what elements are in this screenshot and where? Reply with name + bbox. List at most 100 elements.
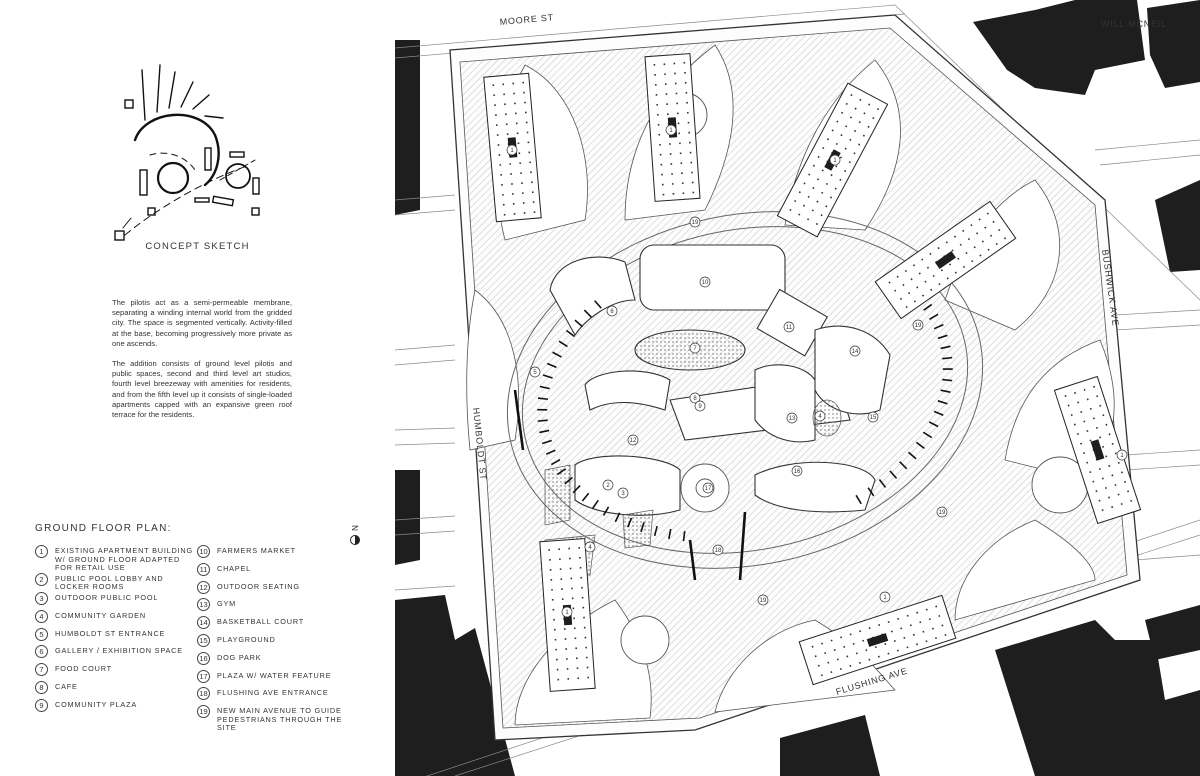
context-buildings [395, 0, 1200, 776]
plan-number-marker [783, 321, 795, 333]
legend-label: FARMERS MARKET [217, 546, 296, 555]
plan-number-label: 13 [789, 416, 796, 422]
piloti-column [545, 449, 556, 455]
piloti-column [541, 439, 552, 445]
piloti-column [591, 499, 599, 510]
plan-number-marker [757, 594, 769, 606]
piloti-column [907, 451, 917, 460]
piloti-column [653, 525, 658, 536]
plan-number-marker [506, 144, 518, 156]
legend-label: OUTDOOR PUBLIC POOL [55, 592, 159, 602]
piloti-column [933, 410, 944, 416]
description-paragraph-2: The addition consists of ground level pi… [112, 359, 292, 420]
plan-number-label: 14 [852, 349, 859, 355]
piloti-column [537, 397, 549, 401]
plan-number-marker [617, 487, 629, 499]
plan-number-marker [849, 345, 861, 357]
plan-number-marker [529, 366, 541, 378]
pilotis-columns [537, 300, 953, 542]
plan-number-label: 1 [833, 158, 837, 164]
apartment-slab [874, 200, 1017, 320]
central-complex [549, 244, 891, 516]
apartment-slab [1053, 375, 1142, 525]
plan-number-label: 19 [760, 598, 767, 604]
project-description: The pilotis act as a semi-permeable memb… [112, 298, 292, 430]
plan-number-marker [912, 319, 924, 331]
legend-number-icon: 6 [35, 645, 48, 659]
piloti-column [668, 528, 672, 540]
legend-label: DOG PARK [217, 652, 262, 662]
legend-number-icon: 11 [197, 562, 210, 576]
plan-number-label: 18 [715, 548, 722, 554]
plan-number-marker [829, 154, 841, 166]
legend-label: FOOD COURT [55, 664, 112, 674]
legend-label: COMMUNITY PLAZA [55, 699, 138, 709]
plan-number-marker [814, 410, 826, 422]
plan-number-label: 1 [510, 148, 514, 154]
piloti-column [542, 374, 553, 379]
piloti-column [574, 319, 583, 328]
piloti-column [546, 362, 557, 369]
plan-number-marker [786, 412, 798, 424]
plan-number-label: 9 [698, 404, 702, 410]
piloti-column [929, 313, 939, 320]
plan-number-label: 19 [915, 323, 922, 329]
plan-number-label: 2 [606, 483, 610, 489]
piloti-column [923, 303, 933, 311]
plan-number-marker [936, 506, 948, 518]
plan-key-numbers: 1111112344567891011121314151617181919191… [506, 124, 1128, 618]
plan-number-marker [702, 482, 714, 494]
legend-label: PLAYGROUND [217, 634, 276, 644]
legend-label: FLUSHING AVE ENTRANCE [217, 688, 329, 698]
plan-number-marker [699, 276, 711, 288]
concept-sketch-caption: CONCEPT SKETCH [145, 241, 250, 252]
plan-number-label: 11 [786, 325, 793, 331]
legend-number-icon: 18 [197, 687, 210, 701]
site-plan-drawing: MOORE ST WILL MCNEIL BUSHWICK AVE HUMBOL… [395, 0, 1200, 776]
legend-item: 18 FLUSHING AVE ENTRANCE [197, 687, 362, 705]
plan-number-label: 1 [883, 595, 887, 601]
concept-sketch [114, 64, 260, 241]
piloti-column [627, 517, 633, 528]
legend-label: CHAPEL [217, 563, 251, 573]
legend-number-icon: 10 [197, 545, 210, 558]
legend-number-icon: 17 [197, 669, 210, 683]
piloti-column [937, 400, 948, 405]
legend-number-icon: 12 [197, 580, 210, 594]
legend-number-icon: 8 [35, 680, 48, 694]
description-paragraph-1: The pilotis act as a semi-permeable memb… [112, 298, 292, 348]
legend-number-icon: 1 [35, 545, 48, 558]
legend-number-icon: 5 [35, 627, 48, 641]
piloti-column [899, 461, 908, 470]
piloti-column [558, 340, 568, 348]
plan-number-label: 10 [702, 280, 709, 286]
plan-number-marker [791, 465, 803, 477]
piloti-column [583, 309, 592, 318]
piloti-column [614, 512, 621, 523]
legend-number-icon: 19 [197, 705, 210, 719]
plan-number-marker [712, 544, 724, 556]
legend-item: 1 EXISTING APARTMENT BUILDING W/ GROUND F… [35, 545, 195, 573]
plan-number-marker [867, 411, 879, 423]
plan-number-marker [627, 434, 639, 446]
piloti-column [572, 485, 581, 494]
plan-number-label: 15 [870, 415, 877, 421]
piloti-column [928, 421, 939, 428]
piloti-column [594, 300, 602, 309]
legend-label: NEW MAIN AVENUE TO GUIDE PEDESTRIANS THR… [217, 706, 343, 733]
plan-number-label: 19 [939, 510, 946, 516]
legend-label: EXISTING APARTMENT BUILDING W/ GROUND FL… [55, 546, 193, 573]
piloti-column [915, 441, 925, 449]
piloti-column [940, 345, 951, 350]
legend-item: 10 FARMERS MARKET [197, 545, 362, 563]
